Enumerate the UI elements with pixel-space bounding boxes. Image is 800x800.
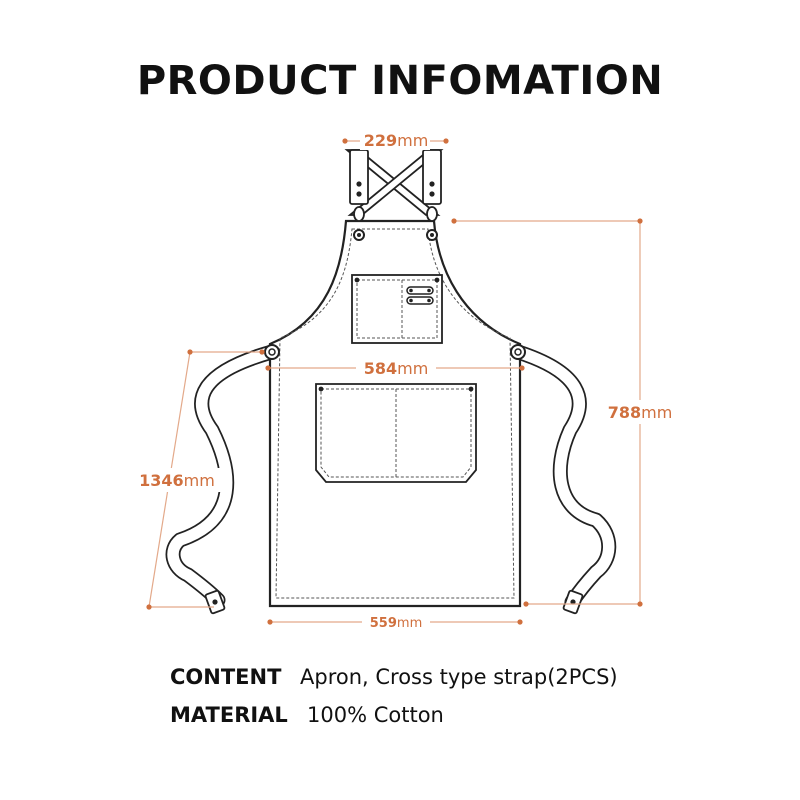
pen-loop-bottom <box>406 296 434 305</box>
svg-text:584mm: 584mm <box>364 359 429 378</box>
strap-end-left <box>349 149 369 205</box>
pen-loop-top <box>406 286 434 295</box>
chest-width-value: 584 <box>364 359 397 378</box>
chest-pocket <box>351 274 443 344</box>
neck-hardware <box>353 206 438 241</box>
svg-text:788mm: 788mm <box>608 403 673 422</box>
dimension-labels: 229mm 584mm 559mm 788mm 1346mm <box>132 128 674 632</box>
waist-tie-left <box>165 344 280 615</box>
front-pocket <box>315 383 477 483</box>
spec-content-label: CONTENT <box>170 665 282 689</box>
apron-length-unit: mm <box>641 403 672 422</box>
chest-width-unit: mm <box>397 359 428 378</box>
spec-content-row: CONTENT Apron, Cross type strap(2PCS) <box>170 665 618 689</box>
strap-end-right <box>422 149 442 205</box>
cross-straps <box>344 149 444 216</box>
waist-tie-right <box>510 344 617 615</box>
spec-material-row: MATERIAL 100% Cotton <box>170 703 444 727</box>
bottom-width-value: 559 <box>370 616 397 631</box>
svg-text:1346mm: 1346mm <box>139 471 215 490</box>
spec-content-value: Apron, Cross type strap(2PCS) <box>300 665 618 689</box>
apron-length-value: 788 <box>608 403 641 422</box>
svg-text:559mm: 559mm <box>370 616 422 631</box>
tie-length-value: 1346 <box>139 471 184 490</box>
strap-width-unit: mm <box>397 131 428 150</box>
page-title: PRODUCT INFOMATION <box>136 58 664 104</box>
spec-material-value: 100% Cotton <box>307 703 444 727</box>
svg-text:229mm: 229mm <box>364 131 429 150</box>
bottom-width-unit: mm <box>397 616 422 631</box>
tie-length-unit: mm <box>184 471 215 490</box>
apron-stitching <box>275 228 515 599</box>
spec-material-label: MATERIAL <box>170 703 288 727</box>
side-grommets <box>264 344 526 360</box>
strap-width-value: 229 <box>364 131 397 150</box>
